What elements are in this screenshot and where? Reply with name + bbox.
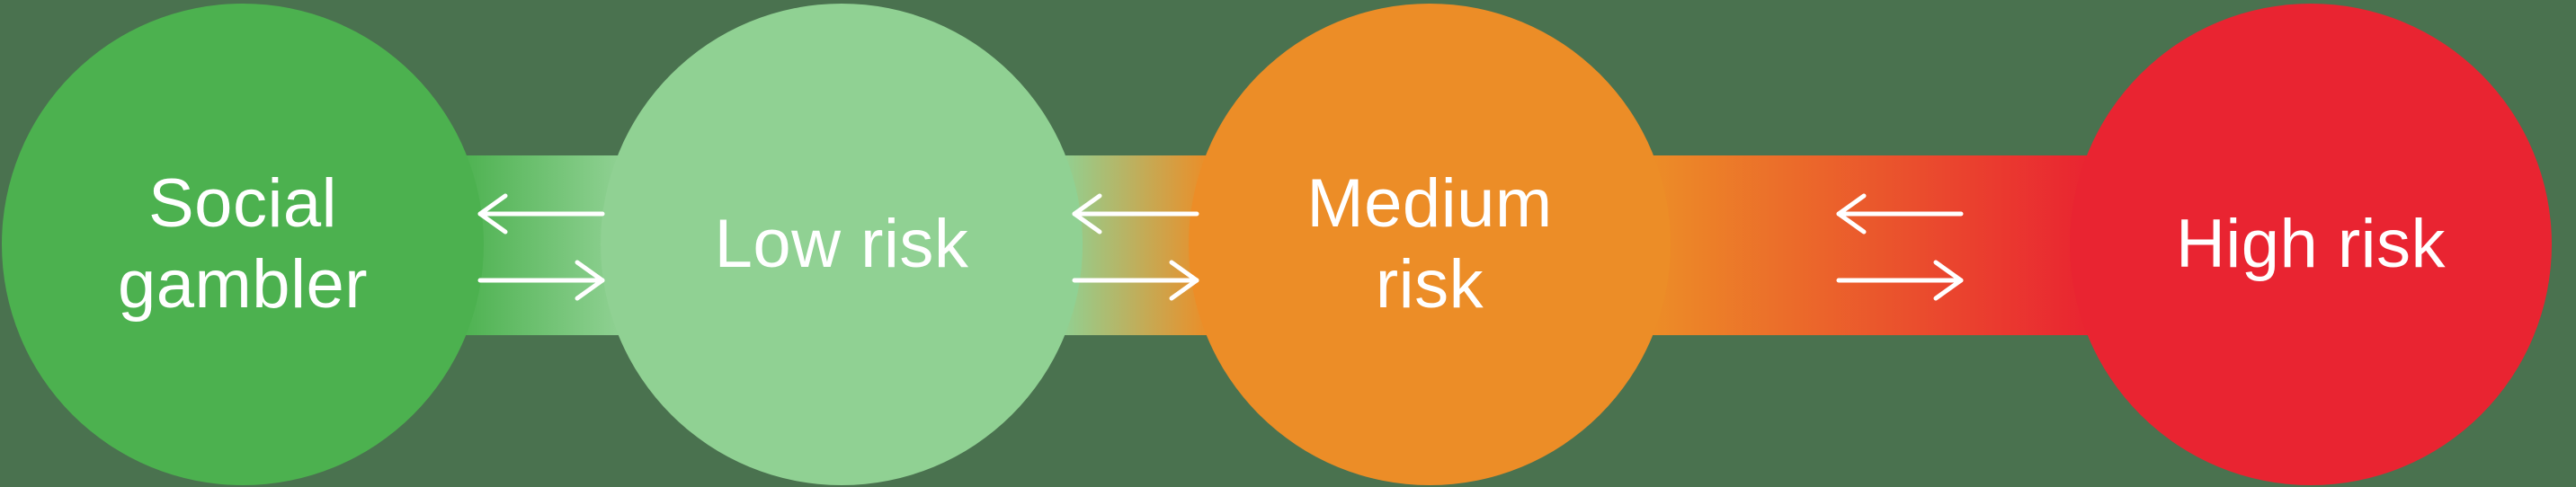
arrow-left-icon xyxy=(1836,193,1964,235)
arrow-right-icon xyxy=(1836,260,1964,301)
connector-band-social-to-low xyxy=(459,155,622,335)
stage-label-high-risk: High risk xyxy=(2176,204,2446,285)
connector-arrows-low-medium xyxy=(1072,193,1199,301)
stage-label-line: High risk xyxy=(2175,206,2447,283)
connector-arrows-medium-high xyxy=(1836,193,1964,301)
stage-circle-low-risk: Low risk xyxy=(601,4,1083,485)
stage-label-line: Social xyxy=(147,165,337,243)
connector-band-low-to-medium xyxy=(1061,155,1209,335)
connector-band-medium-to-high xyxy=(1651,155,2090,335)
stage-circle-social-gambler: Social gambler xyxy=(2,4,484,485)
arrow-left-icon xyxy=(1072,193,1199,235)
arrow-right-icon xyxy=(1072,260,1199,301)
arrow-right-icon xyxy=(477,260,605,301)
stage-label-line: gambler xyxy=(117,246,369,323)
stage-circle-medium-risk: Medium risk xyxy=(1189,4,1671,485)
stage-label-line: Low risk xyxy=(714,206,969,283)
connector-arrows-social-low xyxy=(477,193,605,301)
stage-circle-high-risk: High risk xyxy=(2070,4,2552,485)
stage-label-social-gambler: Social gambler xyxy=(118,164,368,324)
stage-label-medium-risk: Medium risk xyxy=(1306,164,1552,324)
stage-label-line: Medium xyxy=(1306,165,1553,243)
arrow-left-icon xyxy=(477,193,605,235)
stage-label-line: risk xyxy=(1375,246,1484,323)
stage-label-low-risk: Low risk xyxy=(715,204,969,285)
